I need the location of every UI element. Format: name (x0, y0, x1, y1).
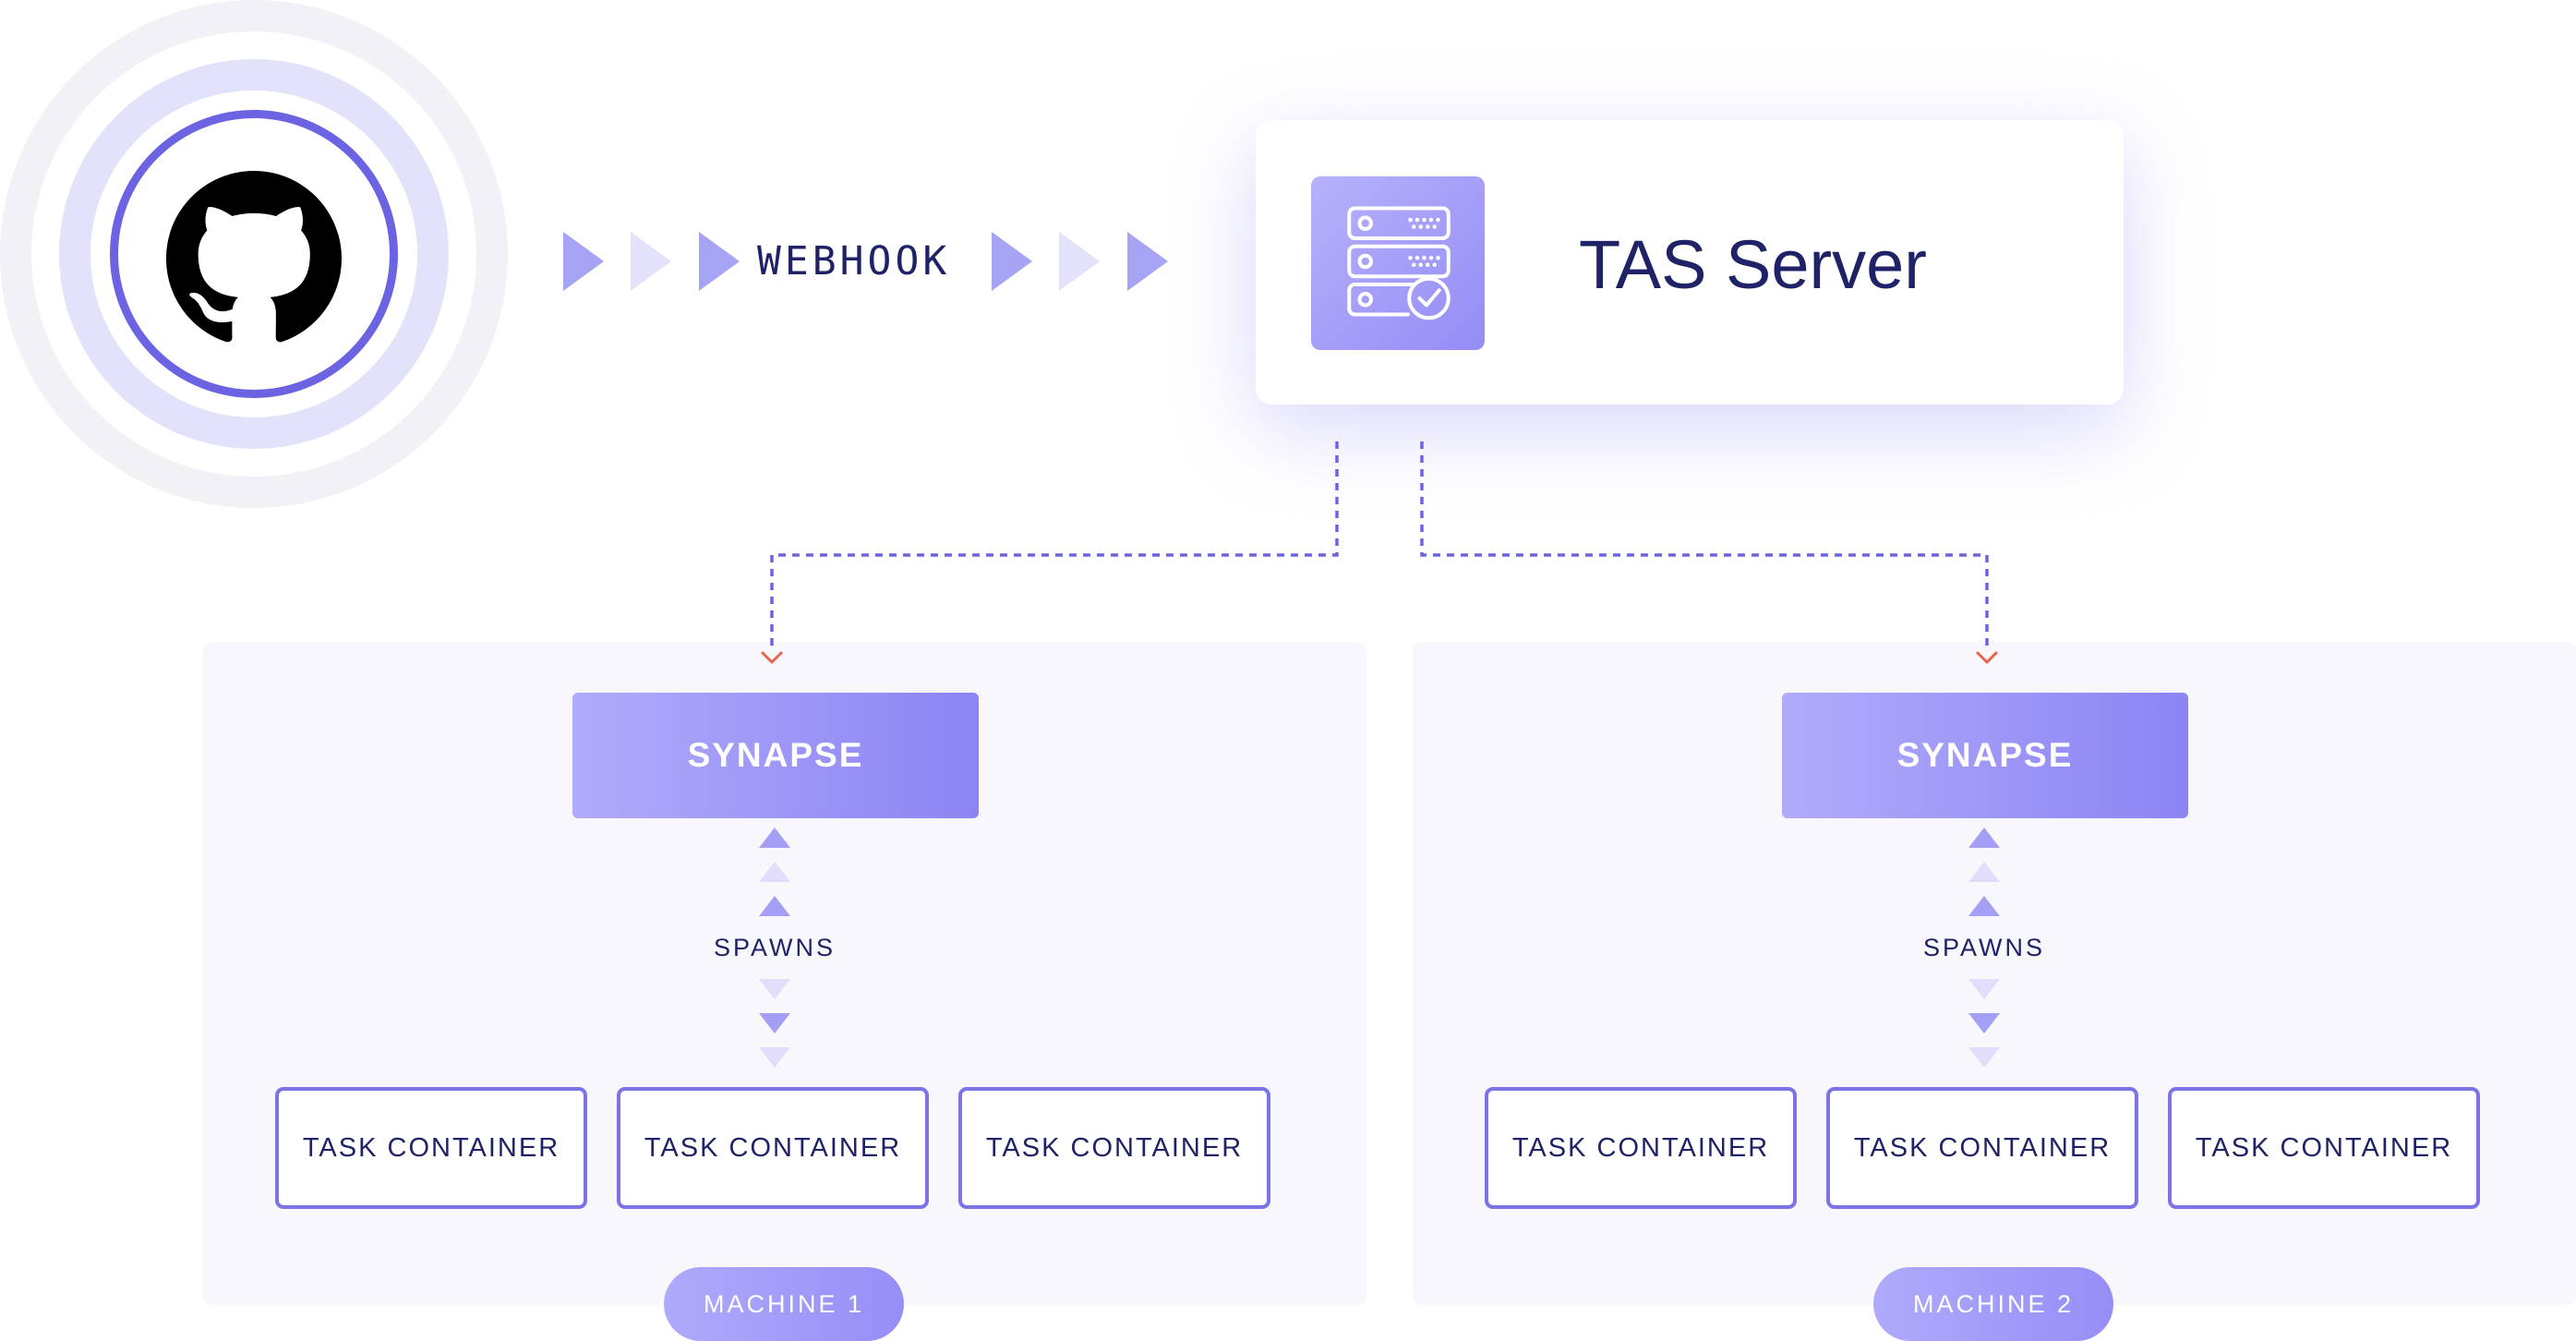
source-ring (110, 110, 398, 398)
flow-arrow-icon (1059, 232, 1100, 291)
spawn-arrow-up-icon (1968, 862, 2000, 882)
spawn-arrow-up-icon (1968, 896, 2000, 916)
flow-arrow-icon (992, 232, 1032, 291)
spawn-arrow-up-icon (759, 862, 790, 882)
synapse-box-2: SYNAPSE (1782, 693, 2188, 818)
task-container-1-3: TASK CONTAINER (958, 1087, 1270, 1209)
task-container-2-1: TASK CONTAINER (1485, 1087, 1797, 1209)
tas-server-title: TAS Server (1579, 226, 1927, 303)
spawns-label-2: SPAWNS (1922, 934, 2045, 961)
machine-label-1: MACHINE 1 (664, 1267, 904, 1341)
flow-arrow-icon (1127, 232, 1168, 291)
task-container-1-2: TASK CONTAINER (617, 1087, 929, 1209)
webhook-label: WEBHOOK (757, 238, 951, 284)
connector-to-machine-2 (1420, 441, 1989, 652)
spawn-arrow-down-icon (1968, 1047, 2000, 1068)
spawn-arrow-down-icon (759, 1047, 790, 1068)
spawn-arrow-up-icon (759, 896, 790, 916)
task-container-2-2: TASK CONTAINER (1826, 1087, 2138, 1209)
task-container-1-1: TASK CONTAINER (275, 1087, 587, 1209)
spawn-arrow-up-icon (759, 828, 790, 848)
machine-label-2: MACHINE 2 (1873, 1267, 2113, 1341)
synapse-box-1: SYNAPSE (572, 693, 979, 818)
server-check-icon (1347, 206, 1451, 320)
flow-arrow-icon (631, 232, 671, 291)
task-container-2-3: TASK CONTAINER (2168, 1087, 2480, 1209)
spawn-arrow-down-icon (759, 979, 790, 999)
github-icon (166, 171, 342, 343)
flow-arrow-icon (699, 232, 740, 291)
connector-to-machine-1 (770, 441, 1339, 652)
spawn-arrow-down-icon (759, 1013, 790, 1033)
flow-arrow-icon (563, 232, 604, 291)
tas-server-icon-box (1311, 176, 1485, 350)
spawns-label-1: SPAWNS (713, 934, 836, 961)
spawn-arrow-down-icon (1968, 1013, 2000, 1033)
spawn-arrow-down-icon (1968, 979, 2000, 999)
spawn-arrow-up-icon (1968, 828, 2000, 848)
